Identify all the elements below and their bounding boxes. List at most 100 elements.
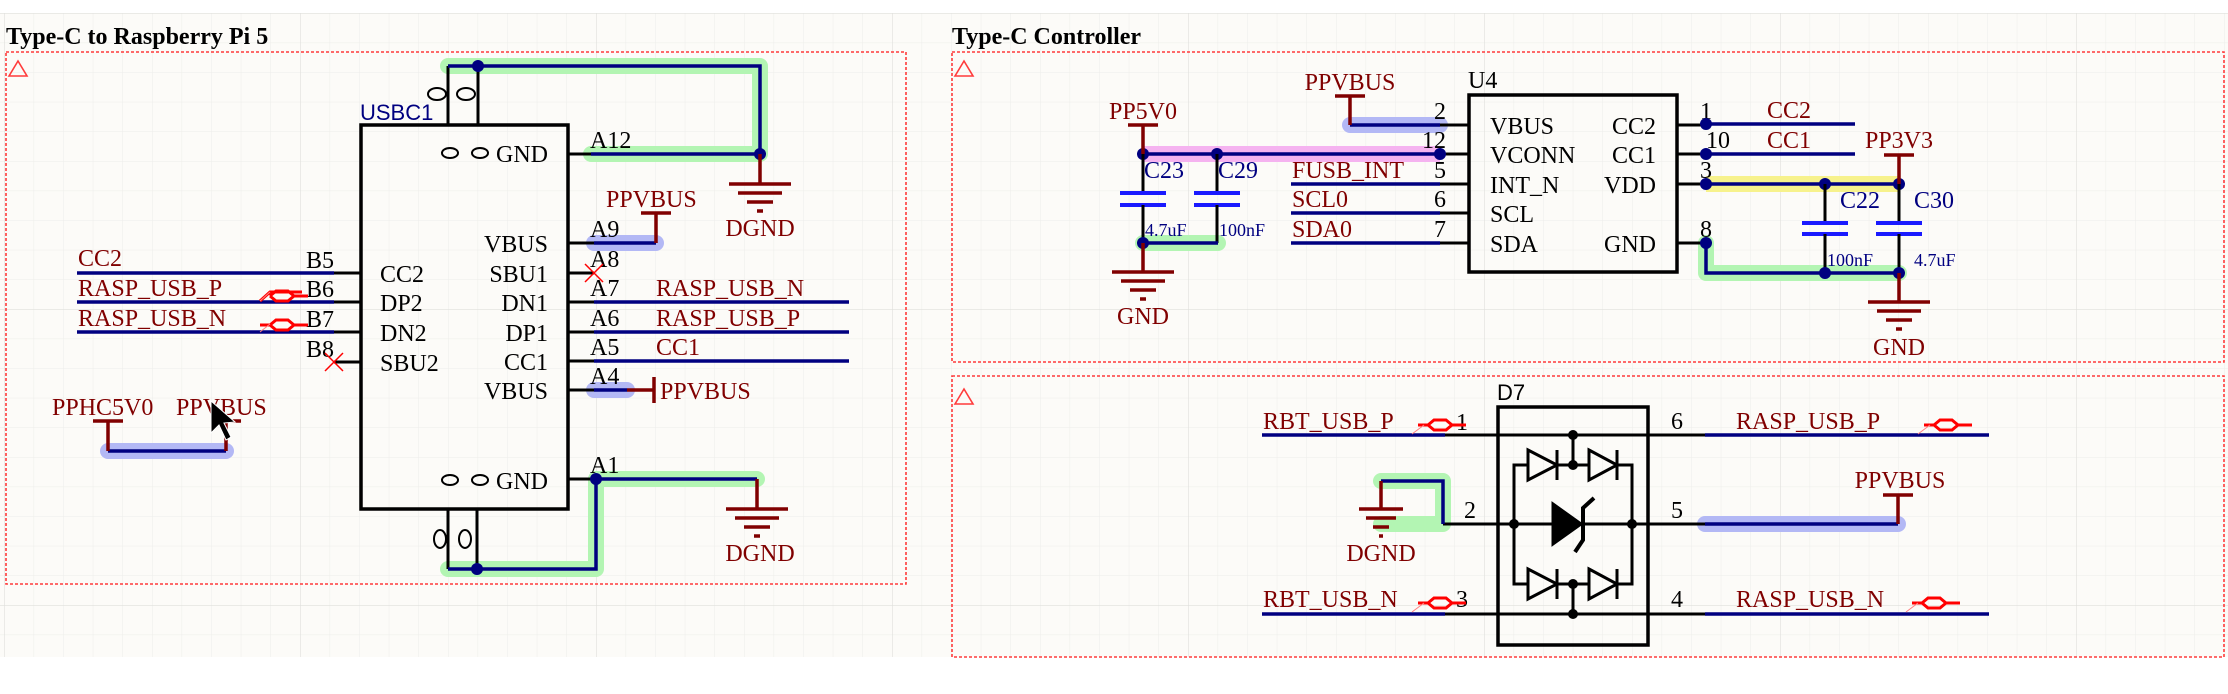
dgnd-wire-top[interactable]: [448, 64, 762, 154]
u4-pin-name: GND: [1604, 232, 1656, 258]
dgnd-wire-bottom[interactable]: [448, 479, 598, 571]
u4-right-pins: 1 CC2 10 CC1 3 VDD 8 GND: [1604, 99, 1730, 258]
tvs-diode-array-icon: [1443, 433, 1705, 616]
usbc1-pin-name: SBU1: [489, 262, 548, 288]
net-label-ppvbus[interactable]: PPVBUS: [1855, 468, 1946, 494]
net-label-cc1[interactable]: CC1: [656, 335, 700, 361]
net-label-rasp-usb-p[interactable]: RASP_USB_P: [78, 276, 222, 302]
shield-pad-icon: [433, 529, 447, 549]
net-label-pp3v3[interactable]: PP3V3: [1865, 128, 1933, 154]
pin-number: A12: [590, 128, 631, 154]
pin-number: A4: [590, 364, 619, 390]
dgnd-wire[interactable]: [1381, 479, 1445, 524]
dgnd-symbol-bottom[interactable]: DGND: [725, 479, 795, 567]
usbc1-pin-name: DP2: [380, 291, 423, 317]
usbc1-pin-name: DN2: [380, 321, 427, 347]
gnd-pad-icon: [471, 474, 489, 486]
junction-dot: [471, 563, 483, 575]
sheet-frame[interactable]: [951, 375, 2225, 658]
net-label-fusb-int[interactable]: FUSB_INT: [1292, 158, 1404, 184]
pin-number: 6: [1434, 187, 1446, 213]
net-label-cc2[interactable]: CC2: [1767, 98, 1811, 124]
u4-pin-name: CC2: [1612, 114, 1656, 140]
power-port-icon[interactable]: [627, 377, 656, 403]
net-label-pp5v0[interactable]: PP5V0: [1109, 99, 1177, 125]
power-port-icon[interactable]: [1883, 493, 1913, 524]
cap-designator: C29: [1218, 158, 1258, 184]
gnd-symbol-left[interactable]: GND: [1112, 243, 1174, 330]
cap-designator: C22: [1840, 188, 1880, 214]
pin-number: 5: [1434, 158, 1446, 184]
capacitor-c22[interactable]: C22 100nF: [1802, 184, 1880, 273]
power-port-icon[interactable]: [641, 211, 671, 243]
d7-body[interactable]: [1496, 405, 1650, 647]
u4-pin-name: VCONN: [1490, 143, 1575, 169]
net-label-sda0[interactable]: SDA0: [1292, 217, 1352, 243]
net-label-ppvbus-a9[interactable]: PPVBUS: [606, 187, 697, 213]
shield-pad-icon: [458, 529, 472, 549]
junction-dot: [1700, 118, 1712, 130]
junction-dot: [1434, 148, 1446, 160]
warning-triangle-icon[interactable]: [953, 387, 975, 405]
power-port-icon[interactable]: [1884, 153, 1914, 184]
cap-designator: C30: [1914, 188, 1954, 214]
capacitor-c29[interactable]: C29 100nF: [1194, 154, 1265, 243]
gnd-pad-icon: [471, 147, 489, 159]
net-label-rbt-usb-p[interactable]: RBT_USB_P: [1263, 409, 1394, 435]
net-label-cc2[interactable]: CC2: [78, 246, 122, 272]
u4-pin-name: INT_N: [1490, 173, 1559, 199]
dgnd-symbol-top[interactable]: DGND: [725, 154, 795, 242]
usbc1-designator: USBC1: [360, 100, 433, 125]
usbc1-left-pins: B5 CC2 CC2 B6 DP2 RASP_USB_P B7 DN2 RASP…: [77, 246, 439, 377]
sheet-frame[interactable]: [951, 51, 2225, 363]
net-label-ppvbus[interactable]: PPVBUS: [1305, 70, 1396, 96]
pin-number: 3: [1456, 587, 1468, 613]
junction-dot: [1568, 430, 1578, 440]
power-port-icon[interactable]: [1128, 123, 1158, 154]
gnd-pad-icon: [441, 147, 459, 159]
sheet-title: Type-C to Raspberry Pi 5: [6, 24, 268, 50]
cap-value: 4.7uF: [1914, 250, 1956, 270]
power-port-icon[interactable]: [1335, 94, 1365, 125]
pin-number: 7: [1434, 217, 1446, 243]
dgnd-symbol[interactable]: DGND: [1346, 481, 1416, 567]
warning-triangle-icon[interactable]: [953, 59, 975, 77]
diff-pair-icon: [258, 289, 308, 303]
power-port-icon[interactable]: [93, 419, 123, 451]
net-label-rasp-usb-n[interactable]: RASP_USB_N: [656, 276, 804, 302]
gnd-wire-right[interactable]: [1704, 243, 1899, 275]
usbc1-body[interactable]: [359, 123, 570, 511]
net-label-gnd: GND: [1117, 304, 1169, 330]
net-label-rasp-usb-p[interactable]: RASP_USB_P: [656, 306, 800, 332]
junction-dot: [472, 60, 484, 72]
junction-dot: [590, 473, 602, 485]
usbc1-pin-name: VBUS: [484, 379, 548, 405]
gnd-symbol-right[interactable]: GND: [1868, 273, 1930, 361]
junction-dot: [1509, 519, 1519, 529]
pin-number: A7: [590, 276, 619, 302]
net-label-cc1[interactable]: CC1: [1767, 128, 1811, 154]
warning-triangle-icon[interactable]: [7, 59, 29, 77]
diff-pair-icon: [259, 318, 308, 333]
net-label-rbt-usb-n[interactable]: RBT_USB_N: [1263, 587, 1398, 613]
sheet-frame[interactable]: [5, 51, 907, 585]
usbc1-pin-name-a1: GND: [496, 469, 548, 495]
no-connect-icon: [324, 352, 344, 372]
junction-dot: [1700, 237, 1712, 249]
net-label-ppvbus-a4[interactable]: PPVBUS: [660, 379, 751, 405]
pin-number: B6: [306, 277, 334, 303]
net-label-rasp-usb-n[interactable]: RASP_USB_N: [1736, 587, 1884, 613]
sheet-esd-protection: D7 1 2 3 6 5 4: [951, 375, 2225, 658]
net-label-rasp-usb-n[interactable]: RASP_USB_N: [78, 306, 226, 332]
net-label-pphc5v0[interactable]: PPHC5V0: [52, 395, 153, 421]
pin-number: 5: [1671, 498, 1683, 524]
net-label-rasp-usb-p[interactable]: RASP_USB_P: [1736, 409, 1880, 435]
pin-number: A5: [590, 335, 619, 361]
junction-dot: [1627, 519, 1637, 529]
capacitor-c23[interactable]: C23 4.7uF: [1120, 154, 1187, 243]
cap-value: 4.7uF: [1145, 220, 1187, 240]
u4-pin-name: VBUS: [1490, 114, 1554, 140]
capacitor-c30[interactable]: C30 4.7uF: [1876, 184, 1956, 273]
net-label-scl0[interactable]: SCL0: [1292, 187, 1348, 213]
